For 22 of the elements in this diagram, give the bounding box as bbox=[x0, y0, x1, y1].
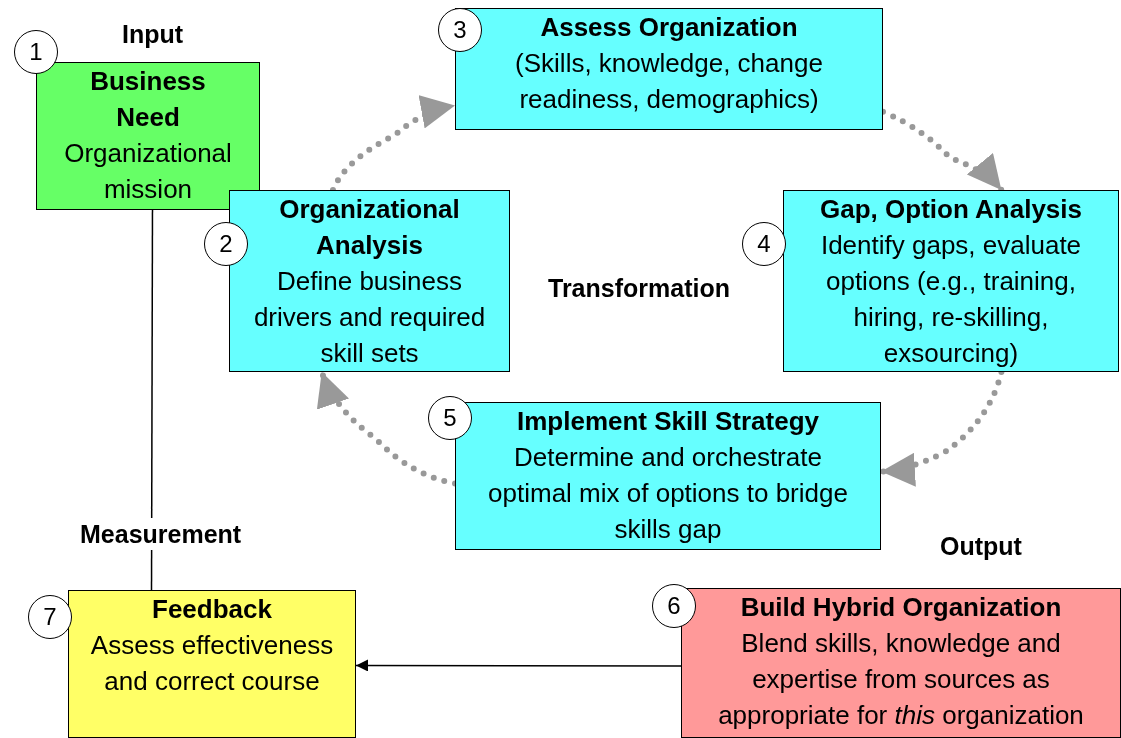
box-description: (Skills, knowledge, change readiness, demographics) bbox=[514, 47, 824, 116]
process-box bbox=[455, 8, 883, 130]
process-box bbox=[455, 402, 881, 550]
box-heading: Implement Skill Strategy bbox=[517, 405, 819, 438]
box-heading: Assess Organization bbox=[540, 11, 798, 44]
arrow bbox=[355, 659, 682, 672]
box-description: Define business drivers and required skill sets bbox=[252, 265, 487, 370]
box-heading: Organizational Analysis bbox=[278, 193, 461, 262]
box-description: Assess effectiveness and correct course bbox=[89, 629, 335, 698]
box-heading: Build Hybrid Organization bbox=[740, 591, 1062, 624]
box-heading: Business Need bbox=[89, 65, 207, 134]
box-description: Organizational mission bbox=[63, 137, 233, 206]
process-box bbox=[36, 62, 260, 210]
process-box bbox=[68, 590, 356, 738]
box-description: Identify gaps, evaluate options (e.g., training, hiring, re-skilling, exsourcing) bbox=[819, 229, 1083, 370]
box-heading: Feedback bbox=[152, 593, 272, 626]
box-description: Blend skills, knowledge and expertise from sources as appropriate for this organization bbox=[717, 627, 1085, 732]
connector-line bbox=[150, 209, 154, 591]
process-box bbox=[681, 588, 1121, 738]
box-description: Determine and orchestrate optimal mix of options to bridge skills gap bbox=[487, 441, 849, 546]
process-box bbox=[783, 190, 1119, 372]
box-heading: Gap, Option Analysis bbox=[820, 193, 1082, 226]
